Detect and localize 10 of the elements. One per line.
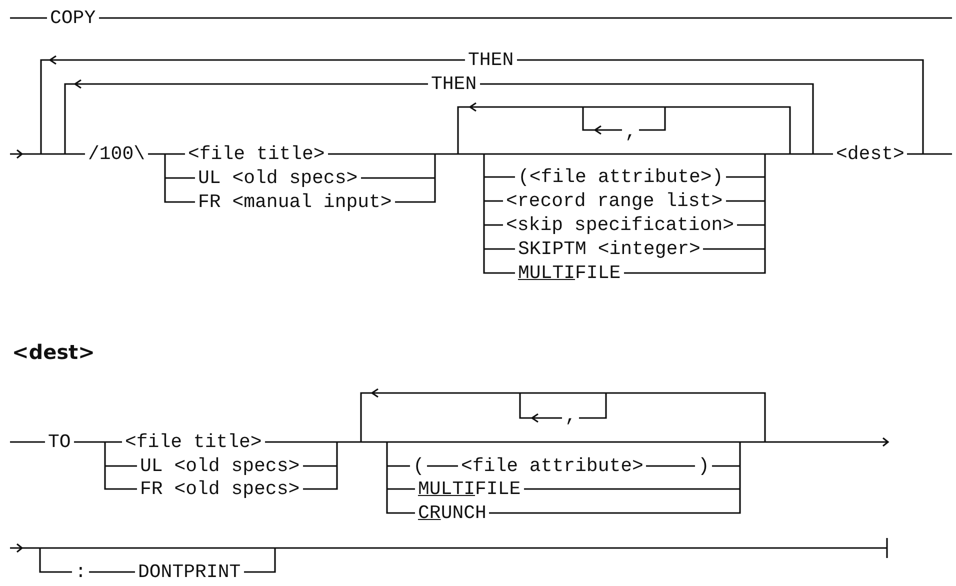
syntax-element: UL <old specs> — [137, 455, 303, 477]
syntax-element: <record range list> — [503, 190, 726, 212]
punctuation-mark: ( — [410, 455, 428, 477]
syntax-element: (<file attribute>) — [515, 166, 726, 188]
syntax-element: UL <old specs> — [195, 167, 361, 189]
syntax-element: <skip specification> — [503, 214, 738, 236]
syntax-element: SKIPTM <integer> — [515, 238, 704, 260]
syntax-element: FR <manual input> — [195, 191, 395, 213]
syntax-element: FR <old specs> — [137, 478, 303, 500]
punctuation-mark: ) — [695, 455, 712, 477]
